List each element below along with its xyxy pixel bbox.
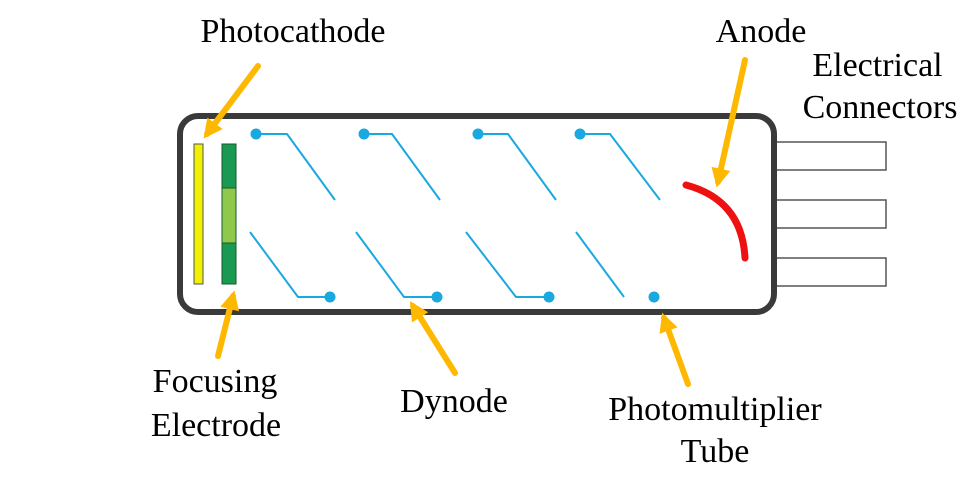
anode-label: Anode (715, 13, 807, 50)
electrical-connectors (775, 141, 887, 287)
orange-arrow-icon (215, 290, 240, 359)
electrical-connectors-label-line2: Connectors (802, 89, 958, 126)
blue-dot-icon (358, 128, 370, 140)
blue-dot-icon (431, 291, 443, 303)
connector-pin-2 (775, 199, 887, 229)
focusing-electrode-label-line2: Electrode (150, 407, 282, 444)
dynode-1 (256, 133, 336, 201)
photomultiplier-tube-label-line2: Tube (680, 433, 750, 470)
photocathode-label: Photocathode (200, 13, 386, 50)
dynode-label: Dynode (400, 383, 508, 420)
dynode-5 (478, 133, 557, 201)
photomultiplier-tube-label-line1: Photomultiplier (608, 391, 822, 428)
callout-arrows (203, 57, 748, 387)
dynode-terminals-top (250, 128, 586, 140)
blue-dot-icon (324, 291, 336, 303)
blue-dot-icon (574, 128, 586, 140)
blue-dot-icon (472, 128, 484, 140)
orange-arrow-icon (711, 57, 748, 188)
orange-arrow-icon (203, 63, 261, 139)
dynode-8 (575, 231, 625, 298)
electrical-connectors-label-line1: Electrical (812, 47, 943, 84)
dynodes-top (256, 133, 661, 201)
dynode-3 (364, 133, 441, 201)
focusing-electrode-window (221, 187, 237, 244)
blue-dot-icon (648, 291, 660, 303)
dynode-6 (465, 231, 549, 298)
dynode-2 (249, 231, 330, 298)
connector-pin-1 (775, 141, 887, 171)
orange-arrow-icon (409, 301, 458, 376)
tube-body (177, 113, 777, 315)
anode-curve (682, 181, 749, 262)
photocathode-plate (193, 143, 204, 285)
dynode-7 (580, 133, 661, 201)
focusing-electrode-label-line1: Focusing (152, 363, 278, 400)
dynode-terminals-bottom (324, 291, 660, 303)
blue-dot-icon (543, 291, 555, 303)
dynode-4 (355, 231, 437, 298)
blue-dot-icon (250, 128, 262, 140)
dynodes-bottom (249, 231, 625, 298)
orange-arrow-icon (659, 312, 691, 387)
connector-pin-3 (775, 257, 887, 287)
